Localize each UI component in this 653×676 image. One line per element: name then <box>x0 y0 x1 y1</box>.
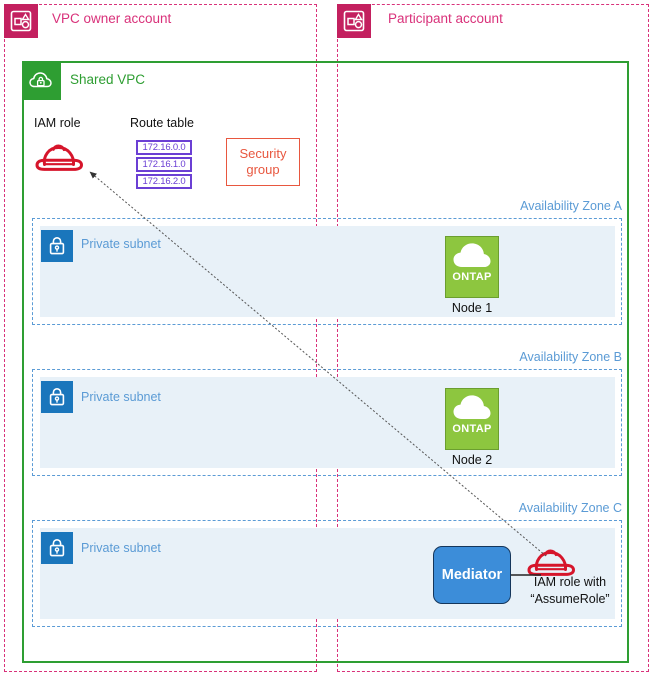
ontap-cloud-icon: ONTAP <box>445 236 499 298</box>
route-entry: 172.16.1.0 <box>136 157 192 172</box>
private-subnet-label: Private subnet <box>81 541 161 555</box>
ontap-cloud-icon: ONTAP <box>445 388 499 450</box>
private-subnet-label: Private subnet <box>81 237 161 251</box>
security-group-label-line1: Security <box>239 145 287 161</box>
ontap-badge-label: ONTAP <box>452 423 492 435</box>
iam-role-hat-icon <box>31 137 89 180</box>
az-label-a: Availability Zone A <box>520 199 622 213</box>
route-entry: 172.16.2.0 <box>136 174 192 189</box>
ontap-cloud-glyph <box>453 243 491 267</box>
private-subnet-lock-icon <box>41 532 73 564</box>
account-label-participant: Participant account <box>388 11 503 26</box>
account-label-vpc-owner: VPC owner account <box>52 11 172 26</box>
lock-glyph <box>49 388 65 406</box>
shared-vpc-boundary <box>22 61 629 663</box>
node-label: Node 2 <box>451 453 493 467</box>
mediator-label: Mediator <box>441 567 503 583</box>
lock-glyph <box>49 539 65 557</box>
iam-role-label: IAM role <box>34 116 81 130</box>
lock-glyph <box>49 237 65 255</box>
route-entry: 172.16.0.0 <box>136 140 192 155</box>
route-table-label: Route table <box>130 116 194 130</box>
az-label-b: Availability Zone B <box>519 350 622 364</box>
account-glyph <box>343 10 365 32</box>
account-glyph <box>10 10 32 32</box>
private-subnet-lock-icon <box>41 381 73 413</box>
ontap-badge-label: ONTAP <box>452 271 492 283</box>
private-subnet-lock-icon <box>41 230 73 262</box>
az-label-c: Availability Zone C <box>518 501 622 515</box>
node-label: Node 1 <box>451 301 493 315</box>
ontap-cloud-glyph <box>453 395 491 419</box>
security-group-box: Security group <box>226 138 300 186</box>
hard-hat-glyph <box>35 144 83 171</box>
shared-vpc-label: Shared VPC <box>70 72 146 87</box>
account-icon <box>337 4 371 38</box>
security-group-label-line2: group <box>246 162 280 177</box>
mediator-node: Mediator <box>433 546 511 604</box>
assume-role-caption-line2: “AssumeRole” <box>530 591 610 606</box>
assume-role-caption: IAM role with “AssumeRole” <box>515 574 625 608</box>
private-subnet-label: Private subnet <box>81 390 161 404</box>
assume-role-caption-line1: IAM role with <box>533 575 607 589</box>
vpc-cloud-lock-icon <box>23 62 61 100</box>
vpc-glyph <box>29 72 52 88</box>
account-icon <box>4 4 38 38</box>
